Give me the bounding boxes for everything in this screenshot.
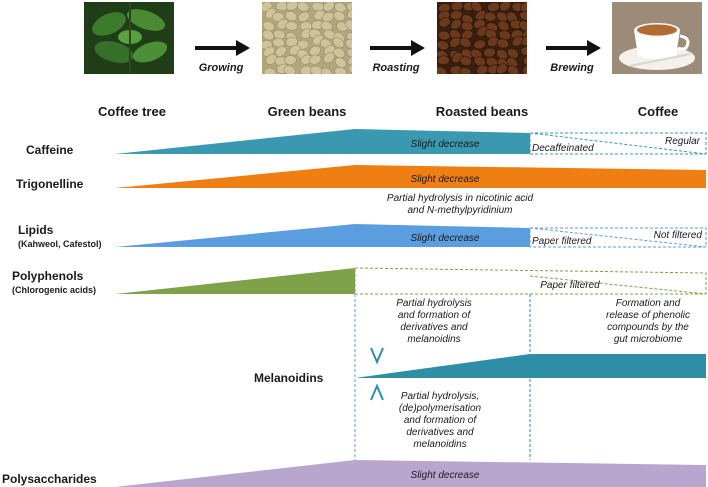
- polyphenols-paper-filtered-label: Paper filtered: [540, 280, 600, 291]
- stage-label-coffee-tree: Coffee tree: [98, 104, 166, 119]
- caffeine-decaf-label: Decaffeinated: [532, 143, 594, 154]
- trigonelline-hydrolysis-line2: and N-methylpyridinium: [407, 205, 513, 216]
- stage-label-green-beans: Green beans: [267, 104, 347, 119]
- process-arrow-roasting: [370, 40, 425, 56]
- polysaccharide-conversion-arrow: [370, 383, 384, 446]
- lipids-subtitle: (Kahweol, Cafestol): [18, 239, 102, 249]
- polysaccharides-note: Slight decrease: [410, 470, 480, 481]
- polyphenols-title: Polyphenols: [12, 269, 84, 283]
- coffee-tree-image: [84, 2, 174, 74]
- stage-label-roasted-beans: Roasted beans: [435, 104, 529, 119]
- lipids-note: Slight decrease: [410, 233, 480, 244]
- melanoidins-band: [355, 354, 706, 378]
- step-label-brewing: Brewing: [550, 62, 594, 74]
- caffeine-regular-label: Regular: [664, 136, 700, 147]
- step-label-growing: Growing: [198, 62, 244, 74]
- lipids-not-filtered-label: Not filtered: [653, 230, 702, 241]
- trigonelline-hydrolysis-line1: Partial hydrolysis in nicotinic acid: [386, 193, 534, 204]
- step-label-roasting: Roasting: [372, 62, 420, 74]
- row-label-polysaccharides: Polysaccharides: [2, 472, 97, 486]
- polyphenols-band: [115, 268, 355, 294]
- phenolic-release-note: Formation and release of phenolic compou…: [606, 298, 690, 345]
- row-label-trigonelline: Trigonelline: [16, 177, 84, 191]
- lipids-band: [115, 224, 530, 247]
- roasted-beans-image: [437, 2, 527, 74]
- polysaccharide-hydrolysis-note: Partial hydrolysis, (de)polymerisation a…: [398, 391, 482, 450]
- row-label-melanoidins: Melanoidins: [254, 371, 324, 385]
- polysaccharides-band: [115, 460, 706, 487]
- row-label-lipids: Lipids (Kahweol, Cafestol): [18, 224, 102, 251]
- process-arrow-brewing: [546, 40, 601, 56]
- process-arrow-growing: [195, 40, 250, 56]
- row-label-caffeine: Caffeine: [26, 143, 74, 157]
- caffeine-band: [115, 129, 530, 154]
- lipids-paper-filtered-label: Paper filtered: [532, 236, 592, 247]
- caffeine-decaf-line: [529, 132, 707, 155]
- lipids-filter-line: [529, 227, 707, 248]
- polyphenols-filter-line: [529, 275, 707, 295]
- trigonelline-band: [115, 165, 706, 188]
- trigonelline-note: Slight decrease: [410, 174, 480, 185]
- polyphenol-conversion-arrow: [370, 302, 384, 365]
- polyphenol-hydrolysis-note: Partial hydrolysis and formation of deri…: [396, 298, 472, 345]
- stage-label-coffee: Coffee: [637, 104, 679, 119]
- caffeine-note: Slight decrease: [410, 139, 480, 150]
- polyphenols-subtitle: (Chlorogenic acids): [12, 285, 97, 295]
- lipids-title: Lipids: [18, 223, 54, 237]
- coffee-cup-image: [612, 2, 702, 74]
- row-label-polyphenols: Polyphenols (Chlorogenic acids): [12, 270, 96, 297]
- green-beans-image: [262, 2, 352, 74]
